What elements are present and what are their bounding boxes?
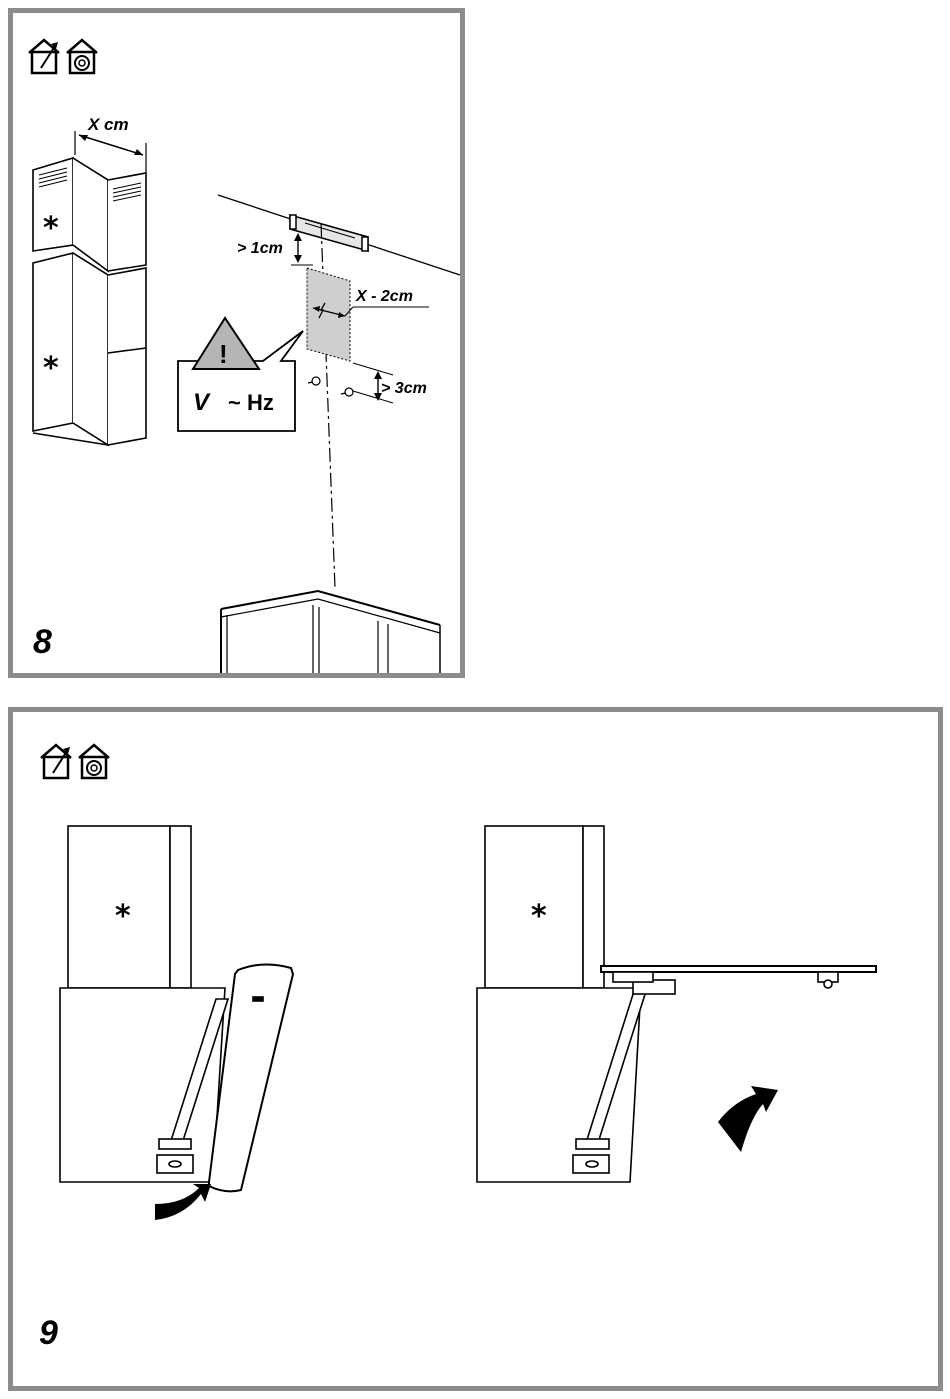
screw-gap-dimension: > 3cm bbox=[353, 363, 427, 403]
mounting-bracket bbox=[290, 215, 368, 251]
figure-8-drawing: X cm * * bbox=[13, 13, 460, 673]
bracket-gap-dimension: > 1cm bbox=[237, 233, 313, 265]
recirculation-mode-icon bbox=[67, 40, 97, 73]
figure-8-number: 8 bbox=[33, 623, 52, 661]
close-arrow-icon bbox=[155, 1184, 211, 1220]
bracket-gap-label: > 1cm bbox=[237, 240, 283, 257]
hood-left bbox=[60, 826, 293, 1191]
chimney-upper-star: * bbox=[43, 211, 59, 246]
figure-9-number: 9 bbox=[39, 1314, 58, 1352]
screw-gap-label: > 3cm bbox=[381, 380, 427, 397]
figure-8-panel: X cm * * bbox=[8, 8, 465, 678]
exhaust-mode-icon bbox=[41, 745, 71, 778]
hood-right bbox=[477, 826, 876, 1182]
socket-width-label: X - 2cm bbox=[355, 288, 413, 305]
figure-9-drawing: * * 9 bbox=[13, 712, 938, 1386]
exhaust-mode-icon bbox=[29, 40, 59, 73]
warning-frequency: ~ Hz bbox=[228, 390, 274, 415]
recirculation-mode-icon bbox=[79, 745, 109, 778]
chimney-lower-star: * bbox=[43, 351, 59, 386]
chimney-width-label: X cm bbox=[87, 115, 129, 134]
wall-plugs bbox=[308, 377, 353, 396]
electrical-socket-area: X - 2cm bbox=[307, 268, 429, 361]
warning-mark: ! bbox=[219, 339, 228, 369]
hood-left-star: * bbox=[115, 899, 131, 934]
lift-arrow-icon bbox=[718, 1086, 778, 1152]
wall-cabinets bbox=[221, 591, 440, 673]
hood-right-star: * bbox=[531, 899, 547, 934]
chimney-sections bbox=[33, 158, 146, 445]
warning-voltage: V bbox=[193, 389, 211, 416]
electrical-warning-callout: ! V ~ Hz bbox=[178, 318, 303, 431]
figure-9-panel: * * 9 bbox=[8, 707, 943, 1391]
